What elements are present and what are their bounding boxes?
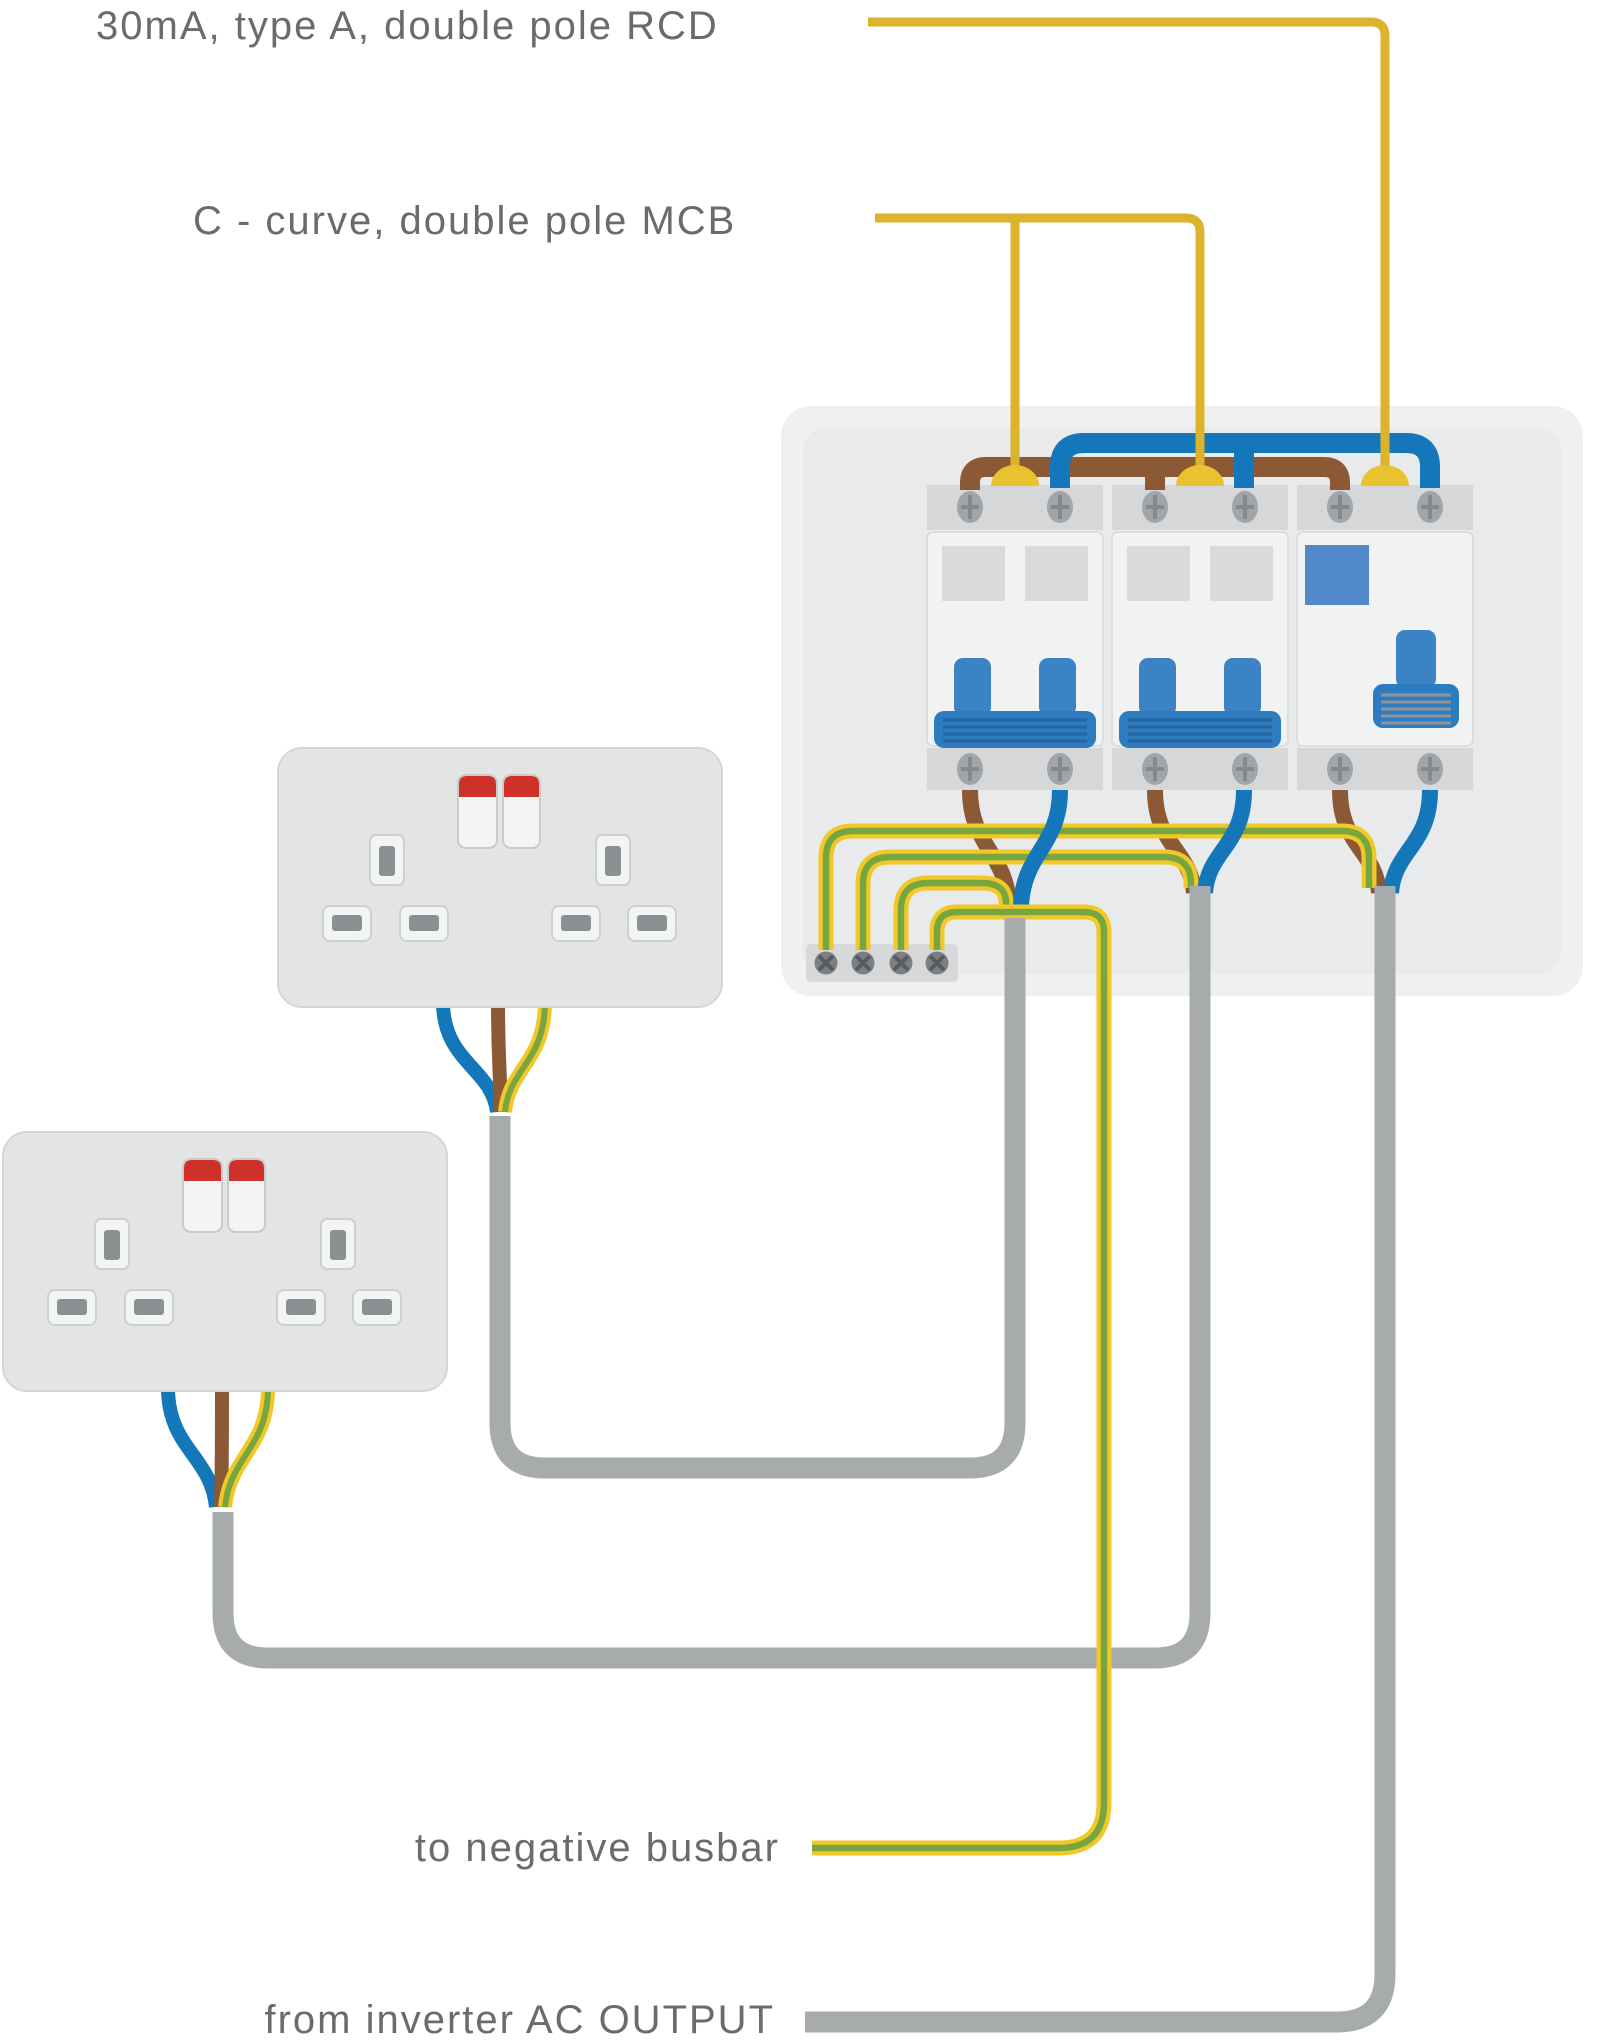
rcd-label: 30mA, type A, double pole RCD (96, 4, 719, 48)
inverter-output-label: from inverter AC OUTPUT (264, 1998, 775, 2042)
negative-busbar-label: to negative busbar (414, 1826, 780, 1870)
earth-wire-busbar-lower (812, 1180, 1112, 1856)
socket-1-tails (436, 1001, 552, 1114)
circuit-cable-2 (212, 886, 1211, 1669)
feed-terminal-blobs (991, 465, 1409, 486)
mcb-label: C - curve, double pole MCB (193, 199, 737, 243)
earth-wire-mcb1-cable (893, 875, 1014, 950)
earth-terminal-block (806, 944, 958, 982)
circuit-cables (212, 886, 1396, 2033)
circuit-cable-1 (489, 918, 1026, 1479)
breaker-neutral-tails (1013, 789, 1438, 906)
earth-block-screws (814, 951, 949, 975)
neutral-link-wire (1050, 433, 1440, 488)
rcd-feed-wire (868, 17, 1390, 480)
inverter-cable (805, 886, 1396, 2033)
earth-wire-rcd-cable (818, 823, 1377, 950)
socket-2-tails (161, 1387, 275, 1508)
socket-1 (277, 747, 723, 1008)
live-link-wire (960, 457, 1350, 490)
earth-wire-busbar-upper (929, 904, 1112, 1250)
socket-2 (2, 1131, 448, 1392)
earth-wire-mcb2-cable (855, 849, 1199, 950)
mcb-feed-wire (875, 213, 1205, 480)
